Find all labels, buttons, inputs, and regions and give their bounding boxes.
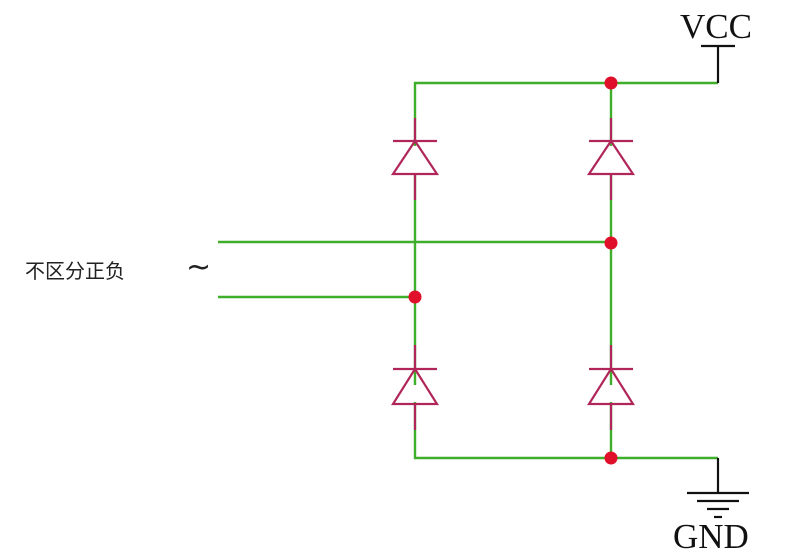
diode-top-left	[390, 118, 440, 200]
input-polarity-note: 不区分正负	[25, 259, 125, 283]
bottom-rail-wire	[413, 402, 718, 460]
junction-top	[604, 76, 618, 90]
junction-ac2	[408, 290, 422, 304]
ground-symbol: GND	[673, 458, 749, 553]
vcc-label: VCC	[680, 7, 752, 46]
gnd-label: GND	[673, 517, 749, 553]
junction-ac1	[604, 236, 618, 250]
top-rail-wire	[413, 81, 718, 146]
diode-top-right	[586, 118, 636, 200]
diode-bottom-right	[587, 345, 635, 430]
ac-symbol: ~	[186, 250, 211, 285]
vcc-symbol: VCC	[680, 7, 752, 83]
diode-bottom-left	[391, 345, 439, 430]
wires	[218, 81, 718, 460]
junctions	[408, 76, 618, 465]
junction-bottom	[604, 451, 618, 465]
